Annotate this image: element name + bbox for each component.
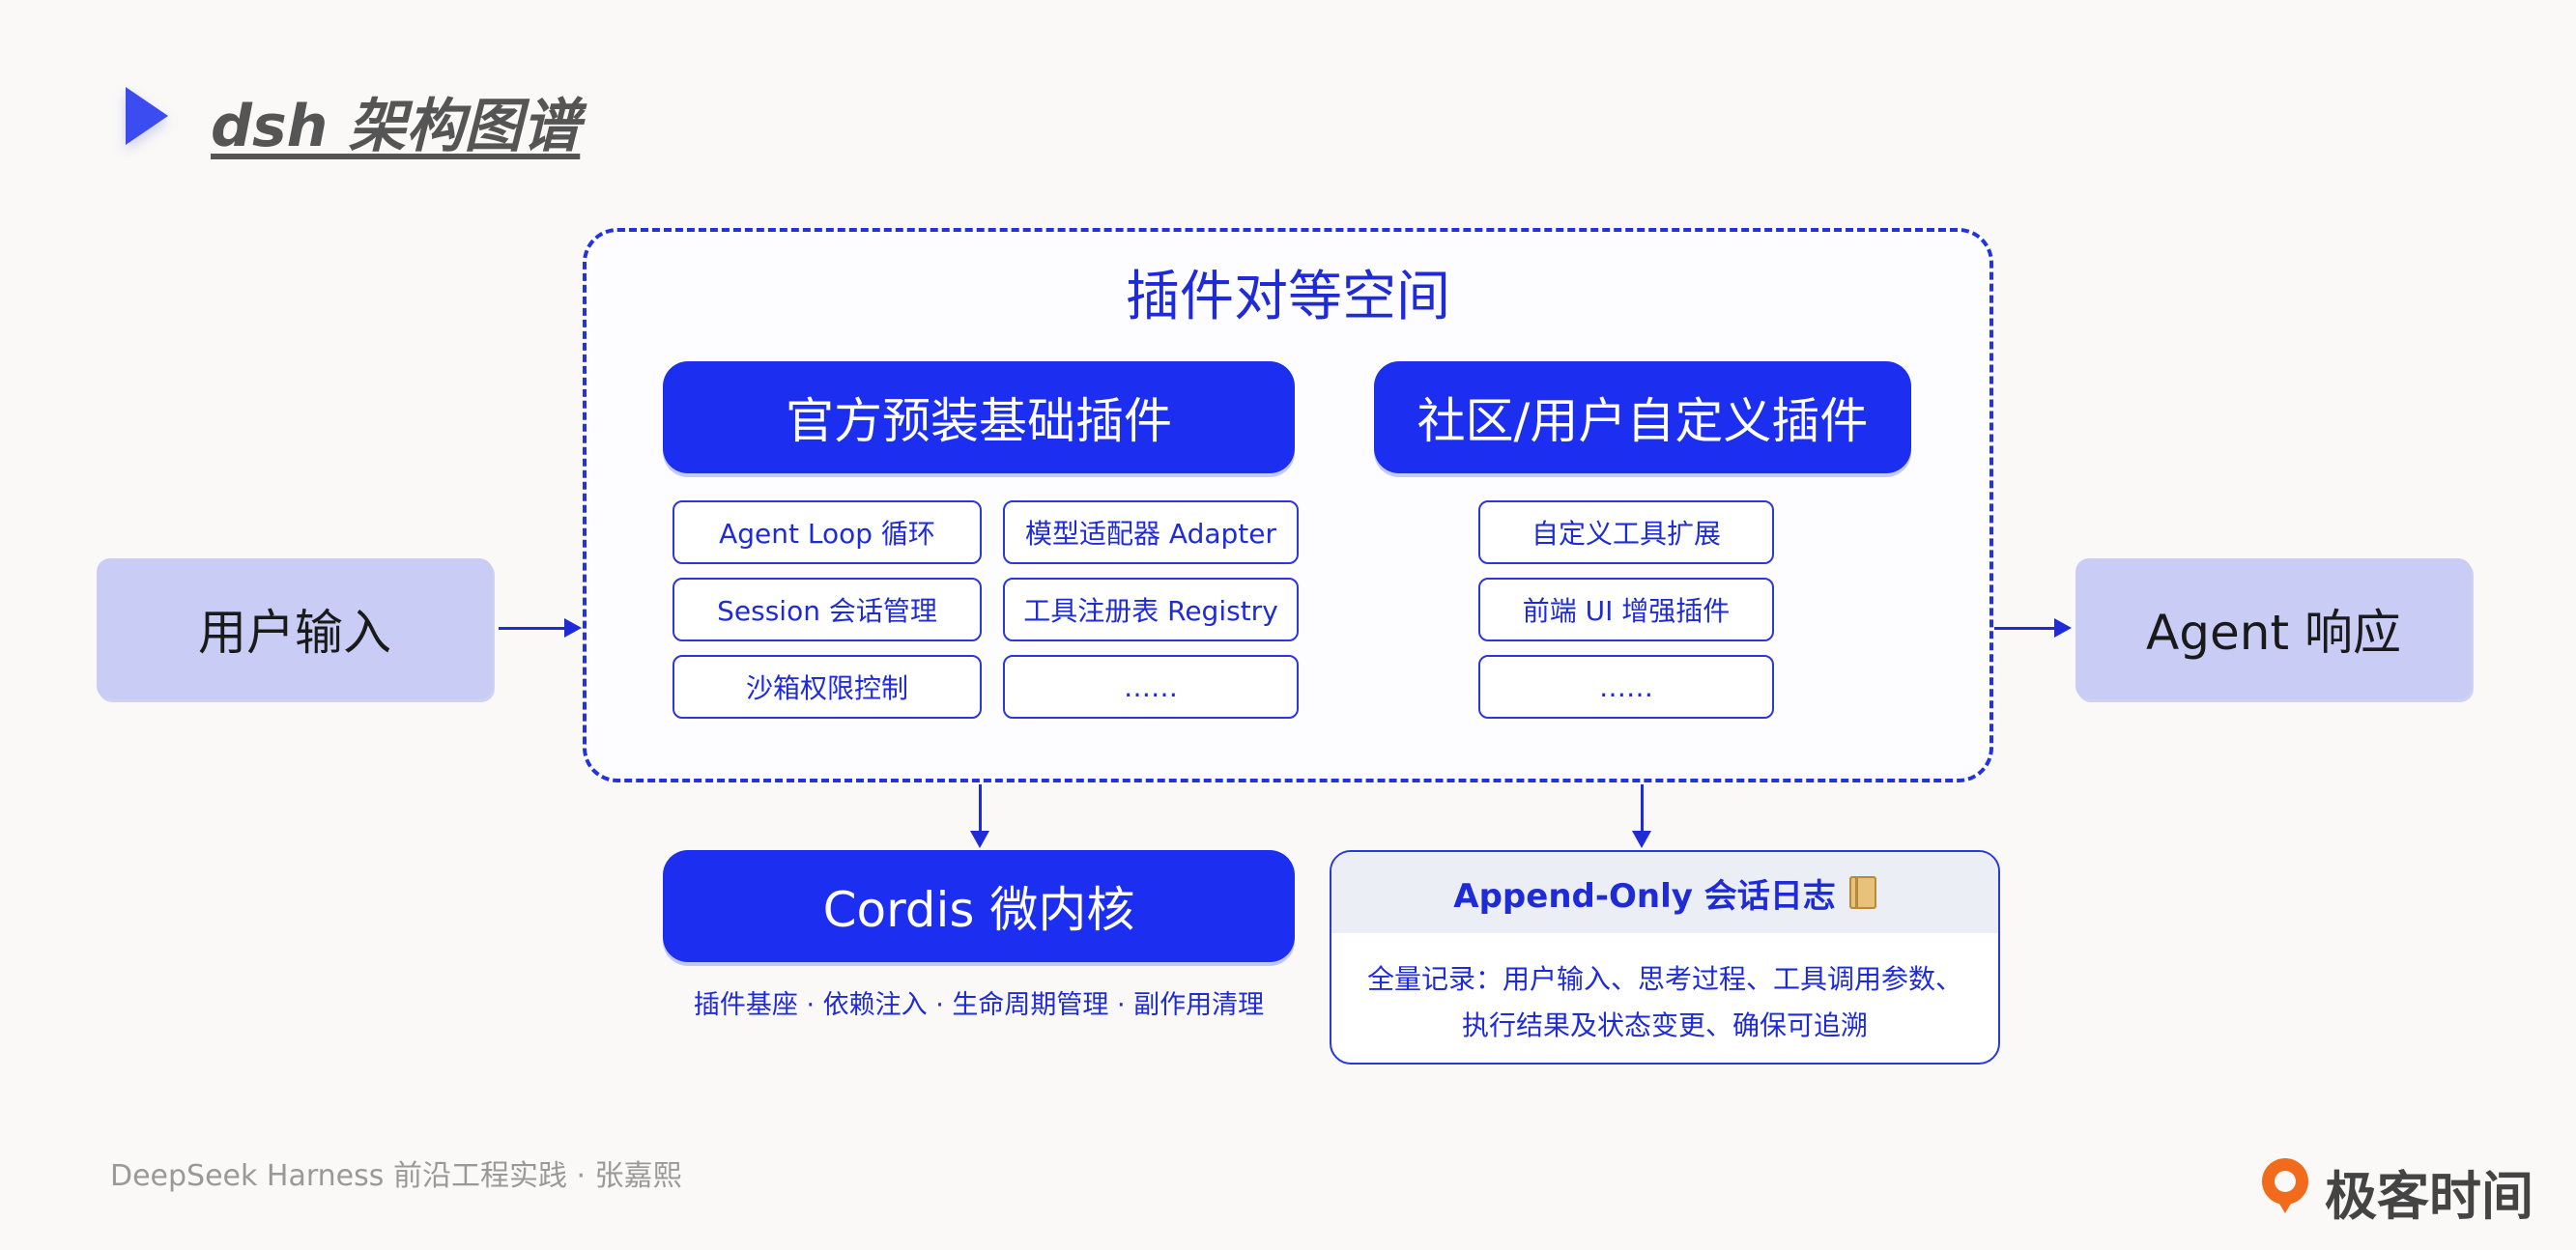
user-input-box: 用户输入	[97, 558, 493, 699]
community-plugins-header: 社区/用户自定义插件	[1374, 361, 1911, 473]
output-arrow-icon	[2054, 618, 2072, 638]
session-log-title: Append-Only 会话日志	[1453, 876, 1836, 916]
official-item-registry: 工具注册表 Registry	[1003, 578, 1299, 641]
official-item-adapter: 模型适配器 Adapter	[1003, 500, 1299, 564]
session-log-header: Append-Only 会话日志	[1331, 852, 1998, 933]
community-item-more: ……	[1478, 655, 1774, 719]
session-log-line: 执行结果及状态变更、确保可追溯	[1461, 1009, 1868, 1041]
kernel-header: Cordis 微内核	[663, 850, 1295, 962]
kernel-arrow-line	[979, 784, 982, 835]
session-log-description: 全量记录：用户输入、思考过程、工具调用参数、 执行结果及状态变更、确保可追溯	[1330, 956, 2000, 1049]
input-arrow-icon	[564, 618, 582, 638]
session-log-line: 全量记录：用户输入、思考过程、工具调用参数、	[1366, 963, 1962, 995]
official-item-more: ……	[1003, 655, 1299, 719]
official-item-session: Session 会话管理	[673, 578, 982, 641]
book-icon	[1848, 876, 1876, 909]
agent-response-box: Agent 响应	[2075, 558, 2472, 699]
brand-name: 极客时间	[2325, 1166, 2533, 1227]
log-arrow-line	[1641, 784, 1644, 835]
input-arrow-line	[499, 627, 568, 630]
official-item-sandbox: 沙箱权限控制	[673, 655, 982, 719]
official-plugins-header: 官方预装基础插件	[663, 361, 1295, 473]
kernel-arrow-icon	[970, 831, 989, 848]
community-item-tools: 自定义工具扩展	[1478, 500, 1774, 564]
kernel-description: 插件基座 · 依赖注入 · 生命周期管理 · 副作用清理	[693, 990, 1265, 1020]
community-item-ui: 前端 UI 增强插件	[1478, 578, 1774, 641]
title-marker-icon	[126, 87, 168, 145]
page-title: dsh 架构图谱	[211, 93, 581, 160]
plugin-space-title: 插件对等空间	[1126, 266, 1450, 328]
output-arrow-line	[1994, 627, 2058, 630]
footer-credit: DeepSeek Harness 前沿工程实践 · 张嘉熙	[110, 1159, 682, 1193]
official-item-agent-loop: Agent Loop 循环	[673, 500, 982, 564]
log-arrow-icon	[1632, 831, 1651, 848]
brand-logo-icon	[2262, 1158, 2308, 1213]
